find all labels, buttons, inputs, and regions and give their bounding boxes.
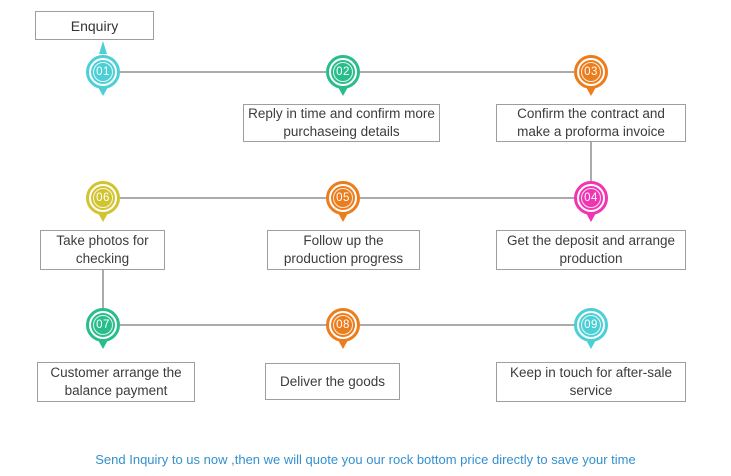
connector-line-step6-to-step7 — [102, 270, 104, 325]
pin-up-icon — [99, 41, 107, 54]
pin-down-icon — [98, 213, 108, 222]
step-badge-03: 03 — [572, 53, 610, 96]
step-label: Keep in touch for after-sale service — [509, 365, 673, 398]
step-label: Follow up the production progress — [283, 233, 404, 266]
step-ring: 07 — [86, 308, 120, 342]
pin-down-icon — [98, 87, 108, 96]
step-label: Confirm the contract and make a proforma… — [517, 106, 665, 139]
step-badge-01: 01 — [84, 41, 122, 96]
step-number: 09 — [581, 315, 601, 335]
step-ring: 05 — [326, 181, 360, 215]
step-number: 06 — [93, 188, 113, 208]
step-badge-08: 08 — [324, 306, 362, 349]
step-number: 04 — [581, 188, 601, 208]
pin-down-icon — [586, 340, 596, 349]
step-label: Deliver the goods — [279, 373, 386, 389]
pin-down-icon — [338, 87, 348, 96]
step-ring: 08 — [326, 308, 360, 342]
step-label: Reply in time and confirm more purchasei… — [248, 106, 435, 139]
step-label: Take photos for checking — [56, 233, 149, 266]
pin-down-icon — [338, 213, 348, 222]
step-label-box-08: Deliver the goods — [265, 363, 400, 400]
step-number: 01 — [93, 62, 113, 82]
step-number: 08 — [333, 315, 353, 335]
step-badge-09: 09 — [572, 306, 610, 349]
step-label-box-03: Confirm the contract and make a proforma… — [496, 104, 686, 142]
step-label: Customer arrange the balance payment — [50, 365, 182, 398]
pin-down-icon — [98, 340, 108, 349]
pin-down-icon — [586, 213, 596, 222]
step-badge-02: 02 — [324, 53, 362, 96]
pin-down-icon — [586, 87, 596, 96]
step-label-box-04: Get the deposit and arrange production — [496, 230, 686, 270]
step-number: 07 — [93, 315, 113, 335]
pin-down-icon — [338, 340, 348, 349]
step-ring: 03 — [574, 55, 608, 89]
step-label-box-02: Reply in time and confirm more purchasei… — [243, 104, 440, 142]
step-ring: 06 — [86, 181, 120, 215]
step-ring: 02 — [326, 55, 360, 89]
enquiry-box: Enquiry — [35, 11, 154, 40]
step-badge-07: 07 — [84, 306, 122, 349]
step-number: 02 — [333, 62, 353, 82]
enquiry-label: Enquiry — [70, 17, 119, 34]
step-ring: 04 — [574, 181, 608, 215]
footer-cta-text: Send Inquiry to us now ,then we will quo… — [95, 452, 636, 467]
step-label-box-06: Take photos for checking — [40, 230, 165, 270]
step-number: 05 — [333, 188, 353, 208]
step-badge-04: 04 — [572, 179, 610, 222]
step-label-box-09: Keep in touch for after-sale service — [496, 362, 686, 402]
step-badge-05: 05 — [324, 179, 362, 222]
step-ring: 01 — [86, 55, 120, 89]
step-ring: 09 — [574, 308, 608, 342]
step-label-box-07: Customer arrange the balance payment — [37, 362, 195, 402]
step-label-box-05: Follow up the production progress — [267, 230, 420, 270]
connector-line-step3-to-step4 — [590, 142, 592, 198]
step-badge-06: 06 — [84, 179, 122, 222]
step-number: 03 — [581, 62, 601, 82]
step-label: Get the deposit and arrange production — [506, 233, 676, 266]
